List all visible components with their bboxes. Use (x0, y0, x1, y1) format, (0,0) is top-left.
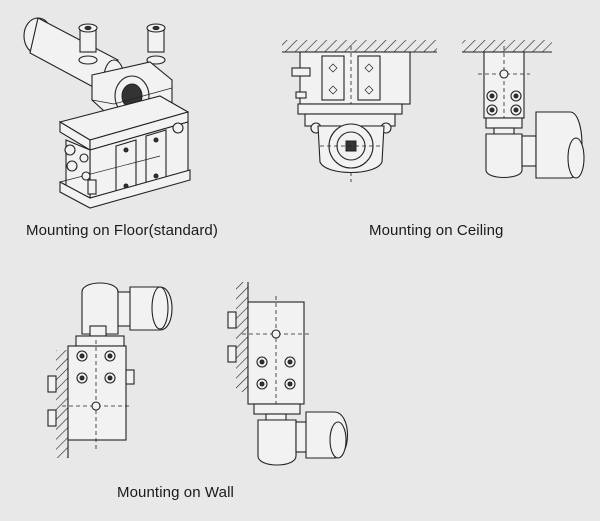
caption-ceiling-mounting: Mounting on Ceiling (369, 222, 504, 239)
floor-body-block (59, 121, 191, 209)
wall-mount-drawing-1 (47, 282, 173, 458)
ceiling-surface-side (462, 40, 552, 52)
floor-side-fittings (64, 122, 184, 195)
floor-bolt-right (146, 23, 166, 65)
wall-surface-1 (56, 350, 68, 458)
ceiling-front-drawing (282, 40, 437, 182)
floor-base-plate (58, 95, 190, 151)
caption-floor-mounting: Mounting on Floor(standard) (26, 222, 218, 239)
ceiling-surface-front (282, 40, 437, 52)
floor-bolt-left (78, 23, 98, 65)
caption-wall-mounting: Mounting on Wall (117, 484, 234, 501)
wall-surface-2 (236, 282, 248, 392)
wall-mount-drawing-2 (227, 282, 349, 466)
ceiling-side-drawing (462, 40, 585, 179)
floor-mount-drawing (23, 17, 191, 209)
